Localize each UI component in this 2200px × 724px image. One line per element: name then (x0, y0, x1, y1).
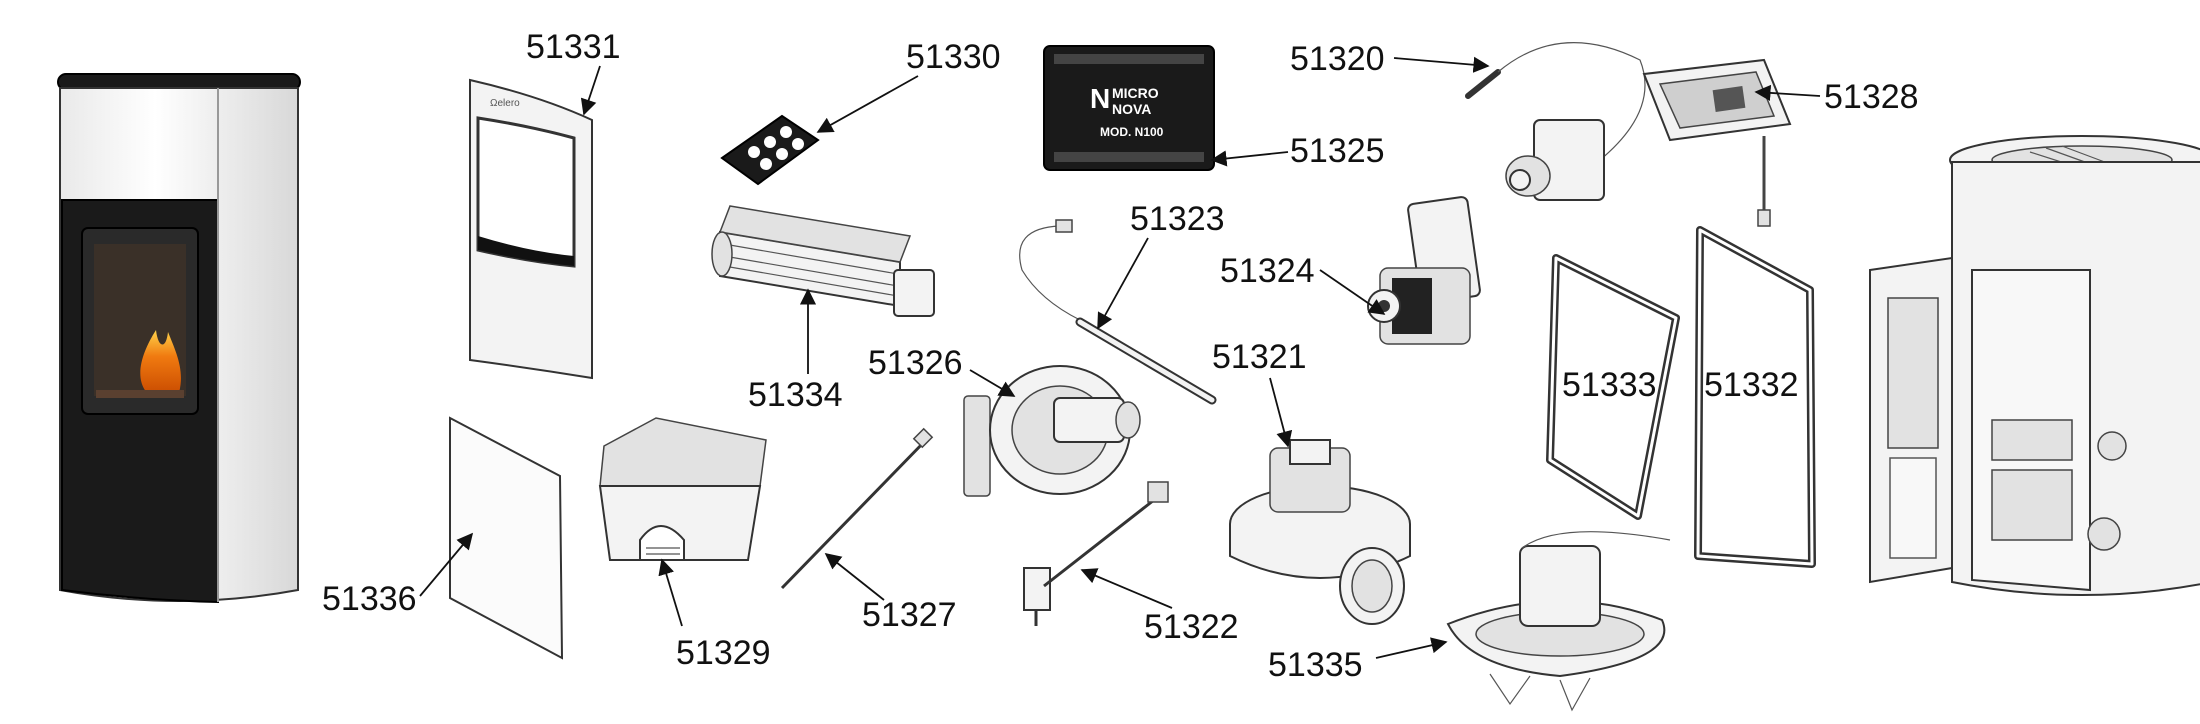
part-51336-glass-panel (449, 416, 564, 660)
part-51323-igniter (1019, 219, 1217, 405)
part-51328-display-panel (1642, 58, 1792, 227)
label-51329: 51329 (676, 634, 771, 672)
label-51332: 51332 (1704, 366, 1799, 404)
label-51326: 51326 (868, 344, 963, 382)
label-51324: 51324 (1220, 252, 1315, 290)
label-51331: 51331 (526, 28, 621, 66)
board-model: MOD. N100 (1100, 125, 1164, 139)
board-brand-line1: MICRO (1112, 85, 1159, 101)
part-51320-thermostat (1465, 42, 1646, 201)
part-51333-door-gasket (1546, 254, 1680, 520)
label-51330: 51330 (906, 38, 1001, 76)
label-51327: 51327 (862, 596, 957, 634)
part-51325-control-board: MICRO NOVA N MOD. N100 (1043, 45, 1215, 171)
part-51330-remote-control (720, 114, 820, 186)
label-51323: 51323 (1130, 200, 1225, 238)
part-51331-front-cover: Ωelero (469, 78, 593, 380)
part-51324-gear-motor (1367, 196, 1481, 345)
part-51327-temperature-probe (780, 427, 934, 590)
label-51334: 51334 (748, 376, 843, 414)
stove-open-image (1869, 135, 2200, 596)
label-51333: 51333 (1562, 366, 1657, 404)
stove-assembled-image (57, 73, 301, 604)
part-51332-glass-gasket (1694, 226, 1816, 568)
part-51334-convection-fan (711, 205, 935, 317)
part-51335-centrifugal-fan (1446, 531, 1671, 712)
label-51321: 51321 (1212, 338, 1307, 376)
part-51326-exhaust-motor (963, 365, 1141, 497)
label-51322: 51322 (1144, 608, 1239, 646)
label-51325: 51325 (1290, 132, 1385, 170)
part-51329-burn-pot (598, 417, 767, 561)
part-51322-smoke-sensor (1023, 481, 1169, 626)
board-brand-line2: NOVA (1112, 101, 1151, 117)
label-51328: 51328 (1824, 78, 1919, 116)
svg-text:N: N (1090, 83, 1110, 114)
svg-text:Ωelero: Ωelero (490, 98, 520, 109)
flame-image (140, 330, 181, 396)
label-51320: 51320 (1290, 40, 1385, 78)
label-51336: 51336 (322, 580, 417, 618)
part-51321-smoke-fan (1229, 439, 1411, 625)
label-51335: 51335 (1268, 646, 1363, 684)
